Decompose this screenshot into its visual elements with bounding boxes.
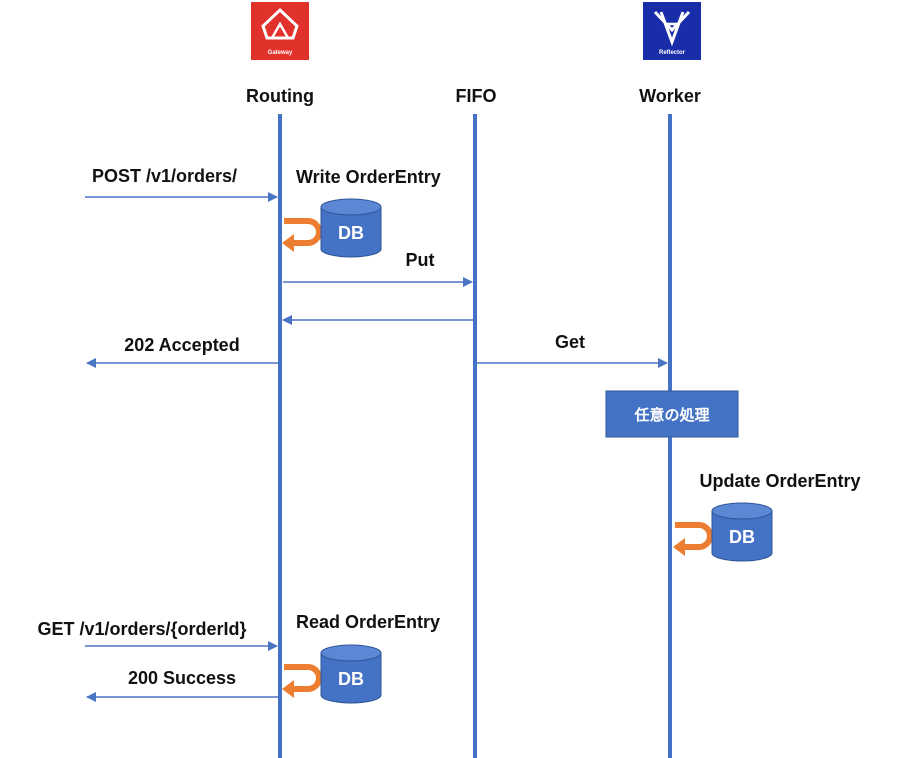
- update-db: DB: [711, 502, 773, 562]
- read-db-label: DB: [338, 669, 364, 689]
- update-self-call-arrow: [673, 525, 710, 556]
- reflector-logo-text: Reflector: [659, 50, 686, 56]
- reflector-icon: [653, 10, 691, 47]
- read-db: DB: [320, 644, 382, 704]
- read-self-call-arrow: [282, 667, 319, 698]
- participant-worker-label: Worker: [639, 86, 701, 106]
- post-orders-label: POST /v1/orders/: [92, 166, 237, 186]
- participant-routing-label: Routing: [246, 86, 314, 106]
- processing-box: 任意の処理: [605, 390, 739, 438]
- write-order-entry-label: Write OrderEntry: [296, 167, 441, 187]
- participant-fifo-label: FIFO: [456, 86, 497, 106]
- success-label: 200 Success: [128, 668, 236, 688]
- gateway-logo: Gateway: [251, 2, 309, 60]
- update-db-label: DB: [729, 527, 755, 547]
- write-db-label: DB: [338, 223, 364, 243]
- processing-label: 任意の処理: [633, 406, 709, 424]
- write-db: DB: [320, 198, 382, 258]
- get-order-label: GET /v1/orders/{orderId}: [37, 619, 246, 639]
- gateway-icon: [261, 7, 299, 40]
- accepted-label: 202 Accepted: [124, 335, 239, 355]
- get-label: Get: [555, 332, 585, 352]
- write-self-call-arrow: [282, 221, 319, 252]
- reflector-logo: Reflector: [643, 2, 701, 60]
- gateway-logo-text: Gateway: [268, 50, 293, 56]
- update-order-entry-label: Update OrderEntry: [699, 471, 860, 491]
- read-order-entry-label: Read OrderEntry: [296, 612, 440, 632]
- put-label: Put: [406, 250, 435, 270]
